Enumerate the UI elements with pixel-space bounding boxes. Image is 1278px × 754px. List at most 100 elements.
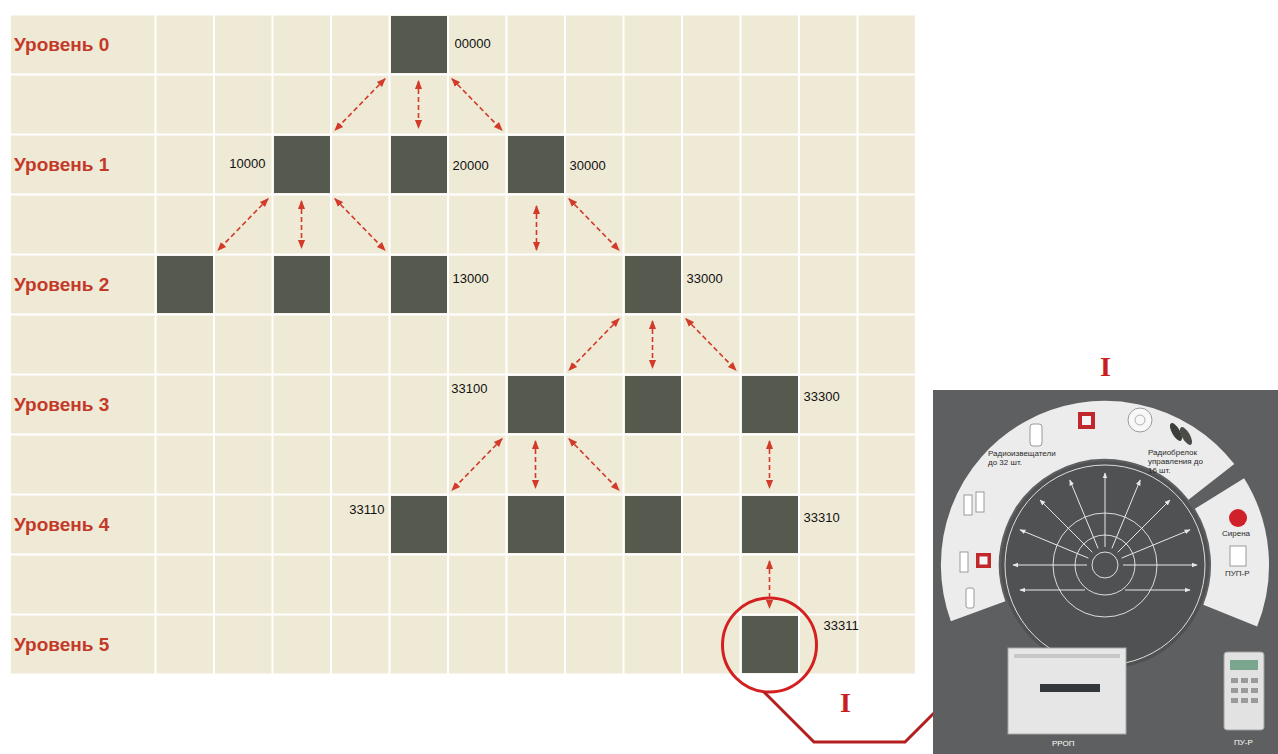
radio-zone — [1001, 461, 1209, 669]
door-contact-icon — [966, 588, 974, 608]
keypad-buttons — [1231, 678, 1258, 703]
grid-line — [915, 15, 917, 676]
radio-rays — [1013, 473, 1197, 590]
node-code: 33300 — [804, 389, 840, 404]
grid-line — [10, 674, 917, 676]
level-node: 13000 — [391, 256, 447, 313]
level-node: 33311 — [742, 616, 798, 673]
link-arrow — [418, 81, 420, 128]
callout-number: I — [840, 688, 851, 718]
callout-number: I — [1100, 352, 1111, 382]
radio-ray — [1125, 590, 1190, 591]
level-node: 33110 — [391, 496, 447, 553]
door-contact-icon — [964, 495, 972, 515]
radio-ray — [1070, 480, 1098, 548]
level-node — [157, 256, 213, 313]
grid-label-column — [10, 15, 156, 675]
keypad-button — [1241, 678, 1248, 683]
keyfob-icon — [1178, 425, 1195, 446]
node-code: 00000 — [455, 36, 491, 51]
device-label: ПУП-Р — [1225, 569, 1250, 578]
keypad-button — [1241, 688, 1248, 693]
level-node — [274, 256, 330, 313]
level-node — [508, 496, 564, 553]
node-code: 10000 — [229, 156, 265, 171]
link-arrow — [569, 439, 619, 491]
node-code: 33311 — [824, 618, 859, 633]
level-node — [625, 496, 681, 553]
level-label: Уровень 1 — [14, 154, 109, 176]
link-arrow — [452, 79, 502, 131]
door-contact-icon — [960, 552, 968, 572]
link-arrow — [452, 439, 502, 491]
siren-icon — [1229, 509, 1247, 527]
door-contact-icon — [976, 492, 984, 512]
radio-ray — [1105, 473, 1106, 547]
level-node: 33100 — [508, 376, 564, 433]
grid — [156, 15, 917, 675]
link-arrow — [301, 201, 303, 248]
radio-ray — [1123, 565, 1197, 566]
keypad-button — [1241, 698, 1248, 703]
link-arrow — [335, 79, 385, 131]
radio-ray — [1020, 530, 1088, 558]
keypad-button — [1251, 698, 1258, 703]
ppu-icon — [1230, 546, 1246, 566]
node-code: 13000 — [453, 271, 489, 286]
keypad-device — [1224, 652, 1264, 730]
receiver-device — [1008, 648, 1126, 734]
link-arrow — [335, 199, 385, 251]
radio-ray — [1122, 530, 1190, 558]
keypad-button — [1251, 678, 1258, 683]
call-point-icon — [980, 557, 988, 565]
level-label: Уровень 3 — [14, 394, 109, 416]
radio-ray — [1112, 480, 1140, 548]
level-label: Уровень 2 — [14, 274, 109, 296]
callout-circle — [723, 598, 817, 692]
link-arrow — [218, 199, 268, 251]
range-circle — [1092, 552, 1118, 578]
motion-detector-icon — [1030, 424, 1042, 446]
level-node: 33310 — [742, 496, 798, 553]
node-code: 33100 — [451, 381, 487, 396]
link-arrow — [535, 441, 537, 488]
level-node: 00000 — [391, 16, 447, 73]
smoke-detector-icon — [1128, 408, 1152, 432]
level-node — [625, 376, 681, 433]
link-arrow — [569, 319, 619, 371]
level-node: 10000 — [274, 136, 330, 193]
node-code: 33110 — [349, 502, 384, 517]
radio-ray — [1013, 565, 1087, 566]
receiver-device-detail — [1040, 684, 1100, 692]
radio-ray — [1040, 500, 1092, 552]
level-node: 30000 — [508, 136, 564, 193]
smoke-detector-icon — [1135, 415, 1145, 425]
keypad-button — [1231, 688, 1238, 693]
level-node: 33000 — [625, 256, 681, 313]
device-label: Радиоизвещатели до 32 шт. — [988, 449, 1060, 467]
node-code: 30000 — [570, 158, 606, 173]
range-circle — [1005, 465, 1205, 665]
node-code: 33000 — [687, 271, 723, 286]
device-label: ПУ-Р — [1234, 738, 1253, 747]
link-arrow — [769, 561, 771, 608]
link-arrow — [652, 321, 654, 368]
level-label: Уровень 0 — [14, 34, 109, 56]
call-point-icon — [976, 553, 991, 568]
node-code: 20000 — [453, 158, 489, 173]
keypad-button — [1251, 688, 1258, 693]
link-arrow — [686, 319, 736, 371]
device-label: Сирена — [1222, 529, 1250, 538]
keypad-button — [1231, 698, 1238, 703]
link-arrow — [769, 441, 771, 488]
dashed-arrow — [536, 206, 538, 250]
level-node: 33300 — [742, 376, 798, 433]
level-label: Уровень 4 — [14, 514, 109, 536]
keypad-screen — [1230, 660, 1258, 670]
node-code: 33310 — [804, 510, 840, 525]
call-point-icon — [1082, 416, 1091, 425]
radio-ray — [1020, 590, 1085, 591]
level-label: Уровень 5 — [14, 634, 109, 656]
